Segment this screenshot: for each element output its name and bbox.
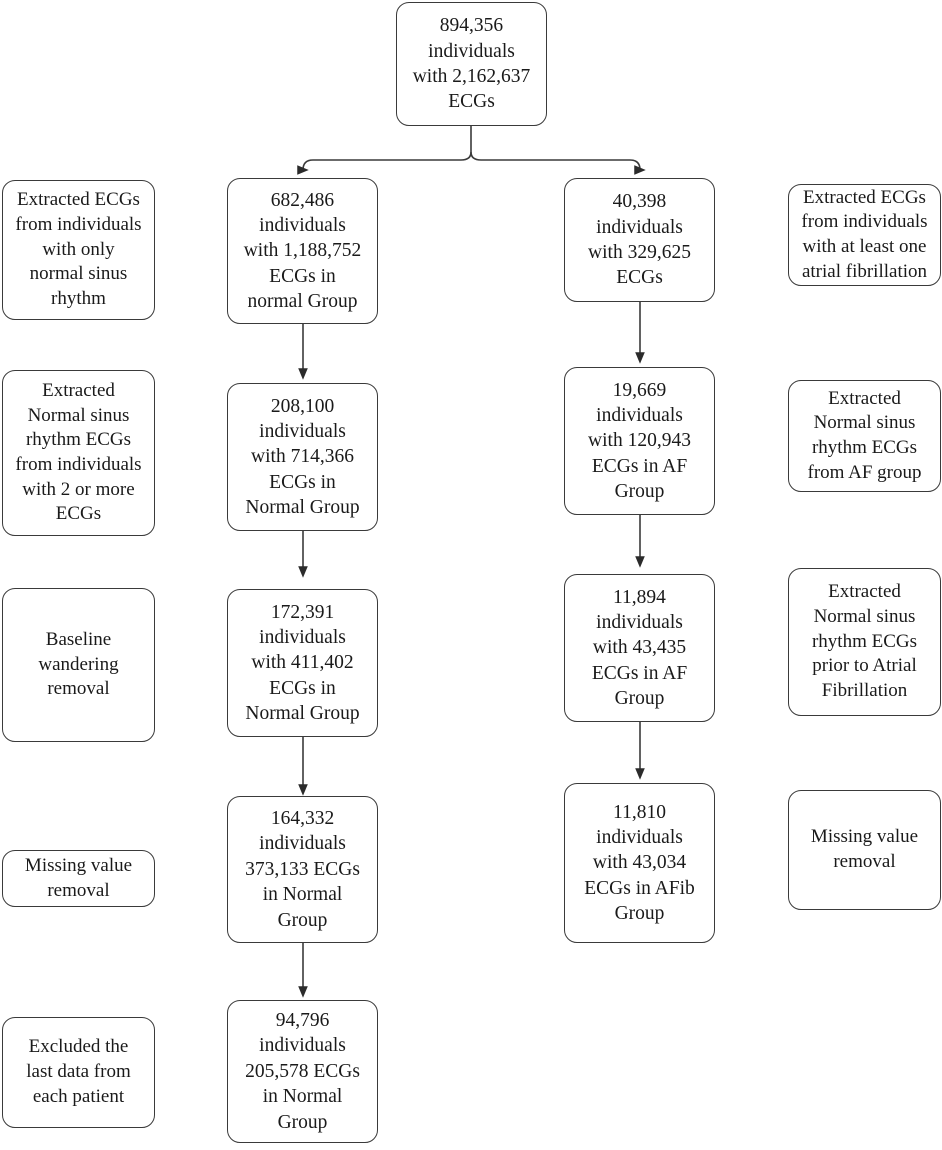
left-annotation-excluded-last-data: Excluded the last data from each patient [2, 1017, 155, 1128]
node-normal-2: 208,100 individuals with 714,366 ECGs in… [227, 383, 378, 531]
node-af-3: 11,894 individuals with 43,435 ECGs in A… [564, 574, 715, 722]
node-af-2: 19,669 individuals with 120,943 ECGs in … [564, 367, 715, 515]
node-af-1: 40,398 individuals with 329,625 ECGs [564, 178, 715, 302]
right-annotation-nsr-prior-to-af: Extracted Normal sinus rhythm ECGs prior… [788, 568, 941, 716]
left-annotation-normal-sinus-only: Extracted ECGs from individuals with onl… [2, 180, 155, 320]
left-annotation-missing-value-removal: Missing value removal [2, 850, 155, 907]
node-root: 894,356 individuals with 2,162,637 ECGs [396, 2, 547, 126]
node-normal-5: 94,796 individuals 205,578 ECGs in Norma… [227, 1000, 378, 1143]
node-af-4: 11,810 individuals with 43,034 ECGs in A… [564, 783, 715, 943]
edge-root-to-normal [298, 151, 472, 176]
node-normal-1: 682,486 individuals with 1,188,752 ECGs … [227, 178, 378, 324]
right-annotation-nsr-from-af-group: Extracted Normal sinus rhythm ECGs from … [788, 380, 941, 492]
left-annotation-two-or-more-ecgs: Extracted Normal sinus rhythm ECGs from … [2, 370, 155, 536]
edge-root-to-af [470, 151, 645, 176]
left-annotation-baseline-wandering-removal: Baseline wandering removal [2, 588, 155, 742]
node-normal-4: 164,332 individuals 373,133 ECGs in Norm… [227, 796, 378, 943]
right-annotation-missing-value-removal: Missing value removal [788, 790, 941, 910]
node-normal-3: 172,391 individuals with 411,402 ECGs in… [227, 589, 378, 737]
right-annotation-at-least-one-af: Extracted ECGs from individuals with at … [788, 184, 941, 286]
